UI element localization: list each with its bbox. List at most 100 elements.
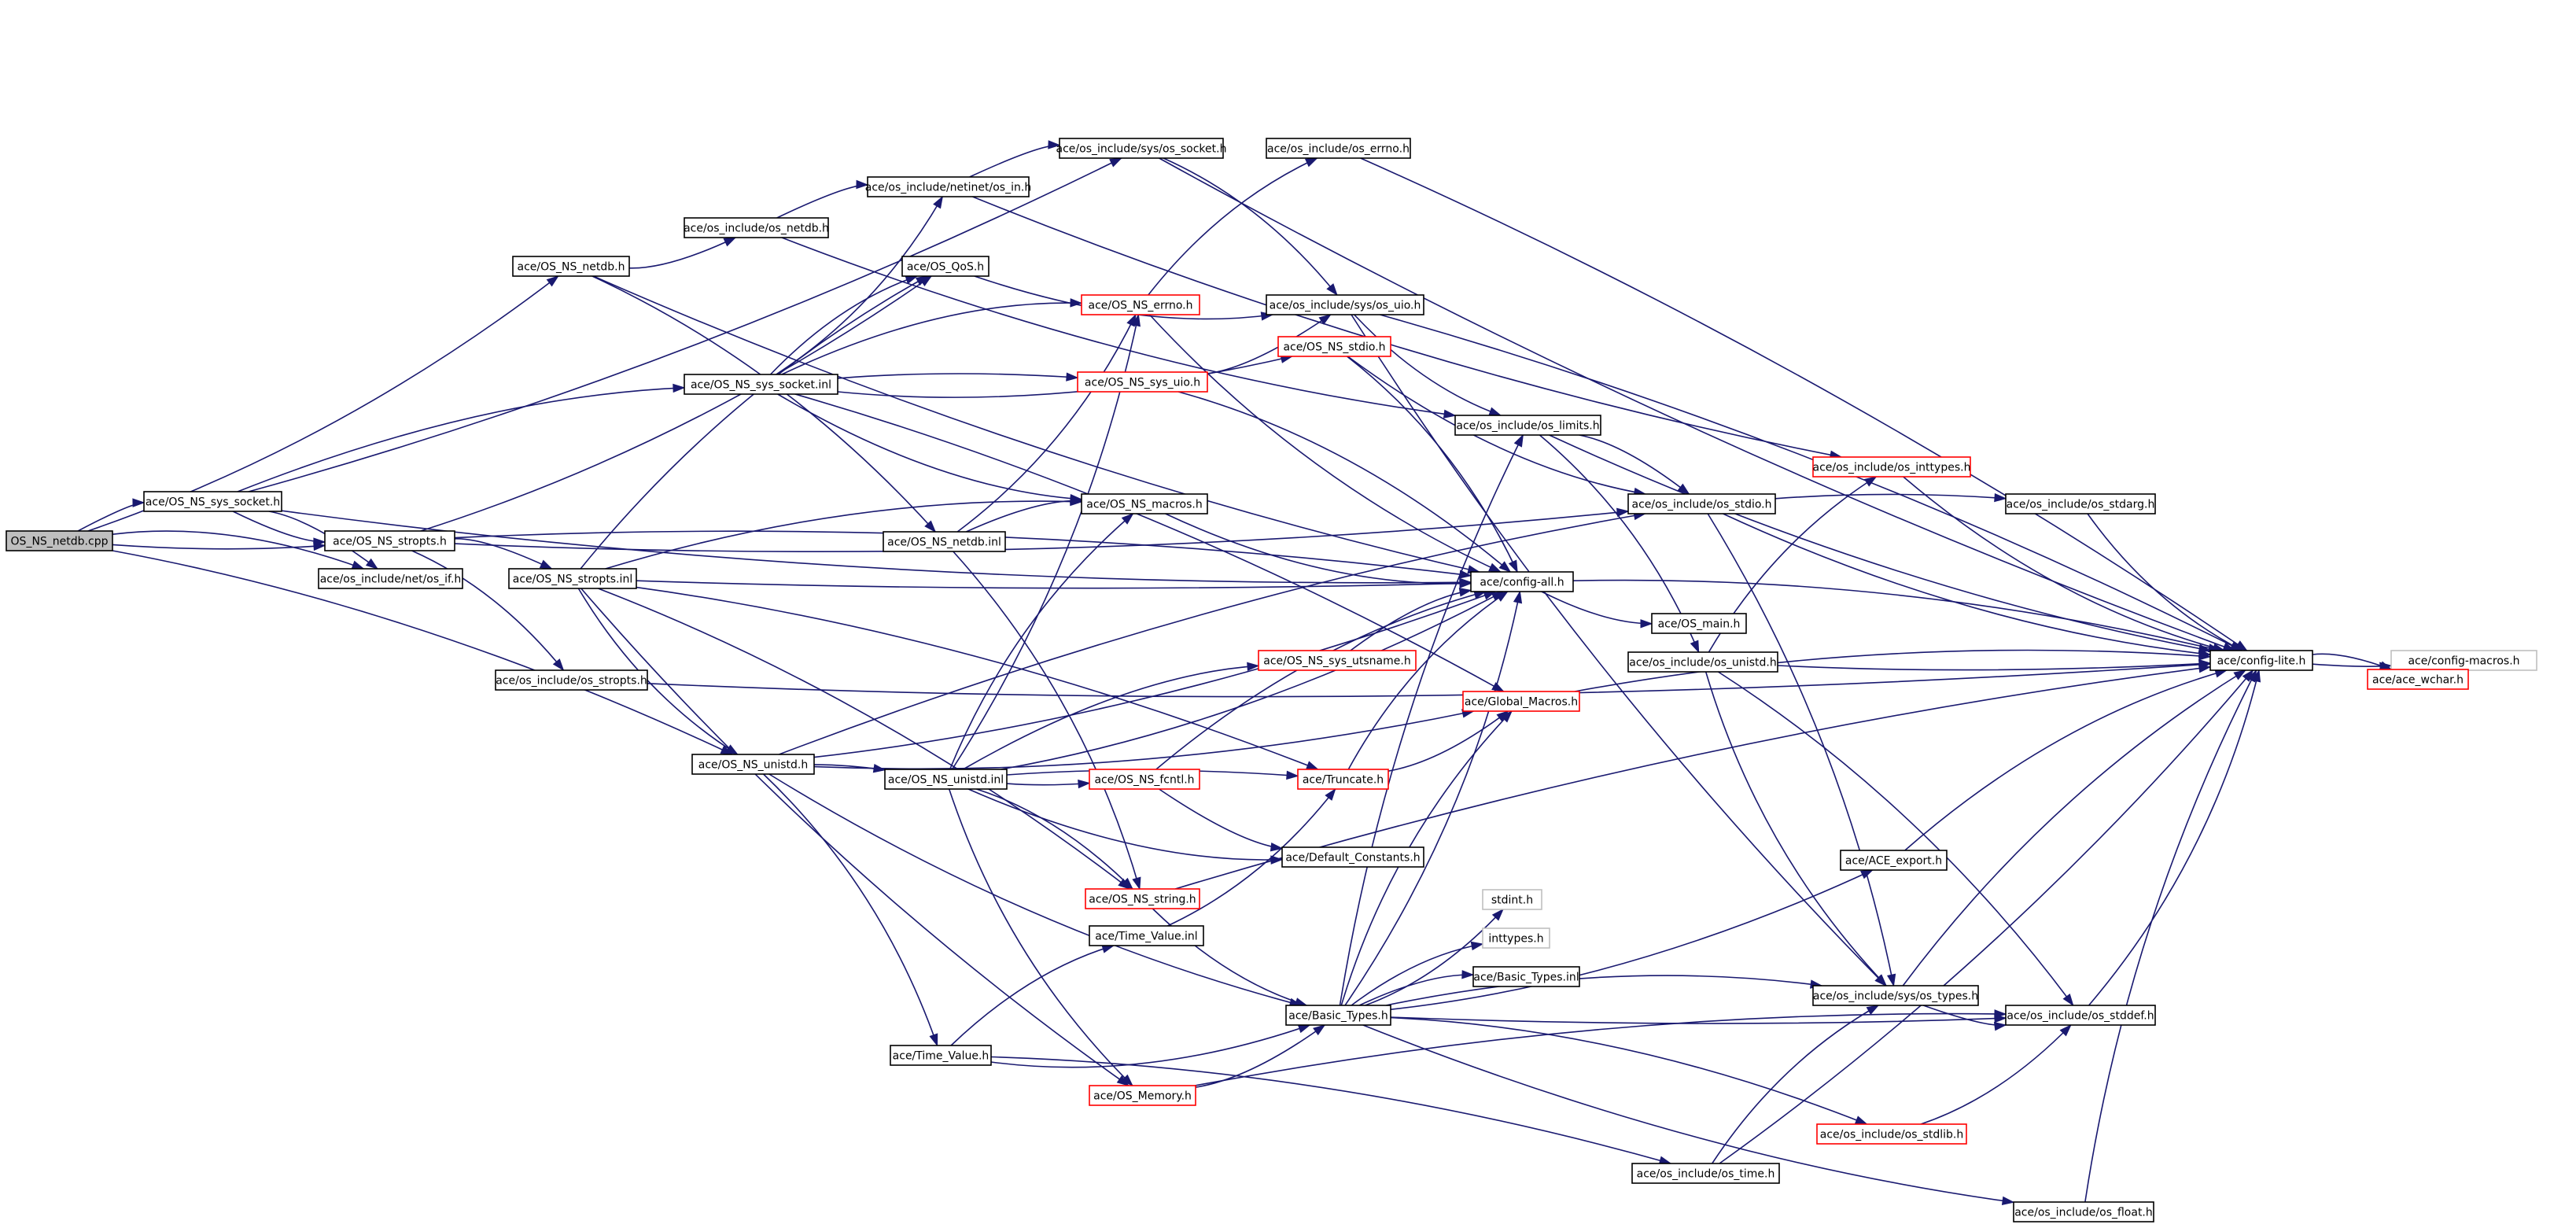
node-label: ace/OS_NS_unistd.inl xyxy=(888,774,1004,787)
node-box xyxy=(1081,294,1200,315)
node-basic-types-h[interactable]: ace/Basic_Types.h xyxy=(1285,1005,1391,1026)
node-label: ace/config-all.h xyxy=(1480,577,1564,589)
node-box xyxy=(1277,336,1391,357)
node-config-all-h[interactable]: ace/config-all.h xyxy=(1470,571,1574,592)
node-os-main-h[interactable]: ace/OS_main.h xyxy=(1651,613,1747,634)
node-os-in-h[interactable]: ace/os_include/netinet/os_in.h xyxy=(865,176,1031,197)
node-os-time-h[interactable]: ace/os_include/os_time.h xyxy=(1631,1163,1780,1184)
node-default-constants-h[interactable]: ace/Default_Constants.h xyxy=(1281,846,1424,868)
node-os-unistd-h[interactable]: ace/os_include/os_unistd.h xyxy=(1627,651,1778,673)
node-os-stdarg-h[interactable]: ace/os_include/os_stdarg.h xyxy=(2005,493,2156,514)
dependency-edge xyxy=(411,550,565,671)
dependency-arrowhead xyxy=(1109,157,1123,168)
node-os-float-h[interactable]: ace/os_include/os_float.h xyxy=(2013,1201,2154,1222)
dependency-edge xyxy=(776,196,943,375)
dependency-edge xyxy=(577,588,739,755)
node-ns-macros-h[interactable]: ace/OS_NS_macros.h xyxy=(1081,493,1208,514)
dependency-edge xyxy=(1339,434,1524,1006)
node-layer: OS_NS_netdb.cppace/OS_NS_sys_socket.hace… xyxy=(6,138,2537,1222)
dependency-edge xyxy=(580,275,928,570)
node-box xyxy=(1816,1123,1967,1145)
node-box xyxy=(1812,456,1971,478)
node-sys-os-types-h[interactable]: ace/os_include/sys/os_types.h xyxy=(1812,985,1979,1006)
node-time-value-inl[interactable]: ace/Time_Value.inl xyxy=(1089,925,1204,946)
dependency-arrowhead xyxy=(1325,787,1336,801)
node-truncate-h[interactable]: ace/Truncate.h xyxy=(1297,769,1389,790)
node-ns-sys-utsname-h[interactable]: ace/OS_NS_sys_utsname.h xyxy=(1258,650,1417,671)
node-os-limits-h[interactable]: ace/os_include/os_limits.h xyxy=(1454,415,1601,436)
node-ns-unistd-h[interactable]: ace/OS_NS_unistd.h xyxy=(691,754,815,775)
dependency-arrowhead xyxy=(915,275,929,286)
node-ns-string-h[interactable]: ace/OS_NS_string.h xyxy=(1085,888,1200,909)
node-ns-stropts-h[interactable]: ace/OS_NS_stropts.h xyxy=(324,530,455,551)
dependency-arrowhead xyxy=(1498,561,1512,573)
dependency-arrowhead xyxy=(546,275,559,287)
node-ns-sys-uio-h[interactable]: ace/OS_NS_sys_uio.h xyxy=(1077,371,1208,393)
node-sys-os-uio-h[interactable]: ace/os_include/sys/os_uio.h xyxy=(1266,294,1424,315)
dependency-arrowhead xyxy=(1458,588,1472,597)
dependency-edge xyxy=(112,544,326,550)
node-ns-stdio-h[interactable]: ace/OS_NS_stdio.h xyxy=(1277,336,1391,357)
node-box xyxy=(901,256,989,277)
dependency-edge xyxy=(953,551,1141,890)
node-os-netdb-h[interactable]: ace/os_include/os_netdb.h xyxy=(684,217,829,238)
node-config-lite-h[interactable]: ace/config-lite.h xyxy=(2209,650,2313,671)
node-net-if-h[interactable]: ace/os_include/net/os_if.h xyxy=(318,568,463,589)
dependency-edge xyxy=(1903,476,2225,651)
dependency-edge xyxy=(2312,653,2392,670)
dependency-arrowhead xyxy=(1854,1116,1868,1125)
dependency-arrowhead xyxy=(1470,941,1484,951)
node-box xyxy=(2209,650,2313,671)
dependency-edge xyxy=(956,314,1137,533)
node-ns-errno-h[interactable]: ace/OS_NS_errno.h xyxy=(1081,294,1200,315)
node-os-qos-h[interactable]: ace/OS_QoS.h xyxy=(901,256,989,277)
dependency-arrowhead xyxy=(365,558,379,570)
node-ace-export-h[interactable]: ace/ACE_export.h xyxy=(1840,850,1948,871)
dependency-arrowhead xyxy=(1443,409,1457,419)
node-os-stddef-h[interactable]: ace/os_include/os_stddef.h xyxy=(2005,1005,2156,1026)
dependency-edge xyxy=(1390,1016,1867,1125)
node-time-value-h[interactable]: ace/Time_Value.h xyxy=(890,1045,992,1066)
dependency-arrowhead xyxy=(1313,1024,1326,1036)
dependency-edge xyxy=(781,237,1456,416)
node-ns-stropts-inl[interactable]: ace/OS_NS_stropts.inl xyxy=(508,568,637,589)
dependency-edge xyxy=(1351,943,1483,1006)
node-box xyxy=(1077,371,1208,393)
dependency-edge xyxy=(1386,975,1822,1006)
dependency-edge xyxy=(1155,591,1486,770)
node-os-stropts-h[interactable]: ace/os_include/os_stropts.h xyxy=(495,669,648,691)
node-ns-unistd-inl[interactable]: ace/OS_NS_unistd.inl xyxy=(884,769,1008,790)
node-os-stdio-h[interactable]: ace/os_include/os_stdio.h xyxy=(1627,493,1776,514)
node-os-inttypes-h[interactable]: ace/os_include/os_inttypes.h xyxy=(1812,456,1971,478)
node-sys-os-socket-h[interactable]: ace/os_include/sys/os_socket.h xyxy=(1056,138,1227,159)
dependency-edge xyxy=(77,502,145,532)
node-label: ace/config-macros.h xyxy=(2408,655,2519,668)
dependency-arrowhead xyxy=(1513,433,1524,448)
dependency-edge xyxy=(781,302,1082,375)
node-os-stdlib-h[interactable]: ace/os_include/os_stdlib.h xyxy=(1816,1123,1967,1145)
node-label: ace/OS_main.h xyxy=(1658,618,1741,631)
node-os-memory-h[interactable]: ace/OS_Memory.h xyxy=(1089,1085,1196,1106)
node-basic-types-inl[interactable]: ace/Basic_Types.inl xyxy=(1472,966,1580,987)
node-global-macros-h[interactable]: ace/Global_Macros.h xyxy=(1462,691,1580,712)
node-label: inttypes.h xyxy=(1488,933,1543,946)
node-ns-netdb-h[interactable]: ace/OS_NS_netdb.h xyxy=(512,256,630,277)
node-ns-fcntl-h[interactable]: ace/OS_NS_fcntl.h xyxy=(1089,769,1200,790)
dependency-edge xyxy=(779,513,1645,755)
node-ns-netdb-inl[interactable]: ace/OS_NS_netdb.inl xyxy=(883,531,1006,552)
node-root[interactable]: OS_NS_netdb.cpp xyxy=(6,530,113,551)
dependency-edge xyxy=(949,513,1134,770)
dependency-edge xyxy=(1166,788,1336,927)
node-box xyxy=(1266,294,1424,315)
node-ace-wchar-h[interactable]: ace/ace_wchar.h xyxy=(2367,669,2469,690)
dependency-arrowhead xyxy=(1863,476,1878,487)
dependency-arrowhead xyxy=(1247,662,1260,671)
dependency-arrowhead xyxy=(1121,513,1134,525)
node-ns-sys-socket-h[interactable]: ace/OS_NS_sys_socket.h xyxy=(143,491,282,512)
dependency-edge xyxy=(1549,434,2211,651)
node-ns-sys-socket-inl[interactable]: ace/OS_NS_sys_socket.inl xyxy=(684,374,838,395)
dependency-edge xyxy=(454,511,1629,553)
node-os-errno-h[interactable]: ace/os_include/os_errno.h xyxy=(1266,138,1411,159)
node-box xyxy=(1081,493,1208,514)
node-label: ace/os_include/os_stropts.h xyxy=(496,675,647,688)
